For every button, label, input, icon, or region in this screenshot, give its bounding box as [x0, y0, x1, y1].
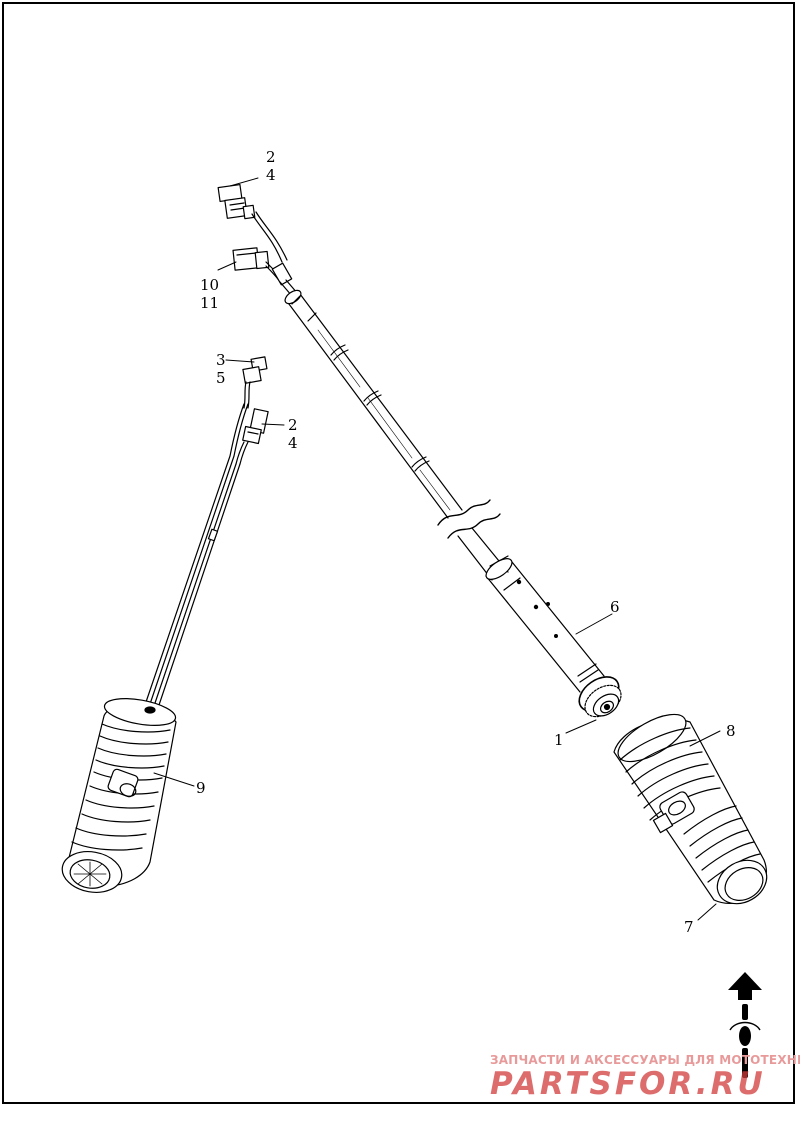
leader-lines	[153, 177, 721, 921]
throttle-cable-sheath	[284, 289, 463, 519]
callout-8: 8	[726, 722, 736, 740]
connector-2-4-left	[235, 408, 269, 465]
callout-4-left: 4	[288, 434, 298, 452]
callout-5: 5	[216, 369, 226, 387]
connector-2-4-upper	[217, 183, 256, 220]
right-grip-8	[613, 713, 768, 905]
break-symbol	[437, 499, 501, 539]
callout-1: 1	[554, 731, 564, 749]
callout-2-upper: 2	[266, 148, 276, 166]
left-grip-9	[61, 698, 177, 893]
throttle-tube	[457, 527, 605, 693]
callout-6: 6	[610, 598, 620, 616]
callout-numbers: 2 4 10 11 3 5 2 4 6 1 8 7 9	[196, 148, 736, 936]
watermark-logo: PARTSFOR.RU	[490, 1066, 766, 1102]
throttle-gear-1	[578, 676, 622, 718]
connector-10-11	[232, 247, 270, 271]
callout-7: 7	[684, 918, 694, 936]
callout-4-upper: 4	[266, 166, 276, 184]
callout-9: 9	[196, 779, 206, 797]
watermark-tagline: ЗАПЧАСТИ И АКСЕССУАРЫ ДЛЯ МОТОТЕХНИКИ	[490, 1053, 800, 1067]
callout-2-left: 2	[288, 416, 298, 434]
callout-11: 11	[200, 294, 219, 312]
motorcycle-front-arrow-icon	[728, 972, 762, 1078]
callout-10: 10	[200, 276, 219, 294]
drawing-frame	[2, 2, 795, 1104]
wire-harness-left	[145, 403, 249, 709]
connector-3-5	[242, 356, 268, 409]
callout-3: 3	[216, 351, 226, 369]
